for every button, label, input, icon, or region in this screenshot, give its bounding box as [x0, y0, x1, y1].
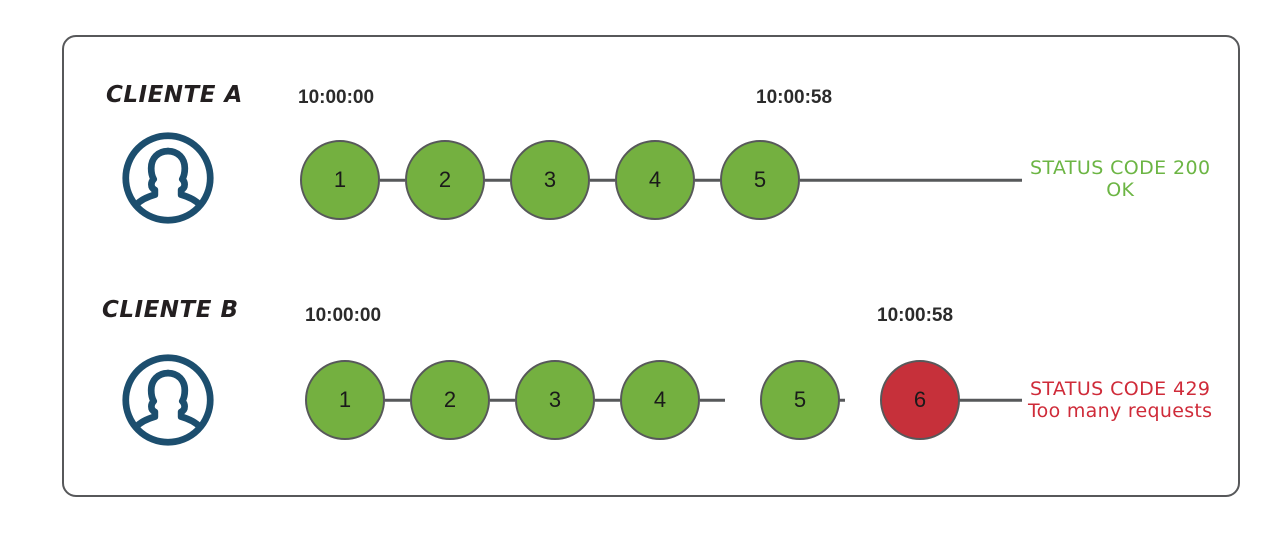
request-node-label: 2	[438, 167, 452, 192]
connector-line	[380, 178, 405, 182]
request-node-label: 6	[913, 387, 927, 412]
client-label-a: CLIENTE A	[106, 82, 243, 108]
request-node-rate-limited[interactable]: 6	[880, 360, 960, 440]
request-node[interactable]: 3	[510, 140, 590, 220]
request-node-label: 1	[338, 387, 352, 412]
status-code-b-line2: Too many requests	[1028, 400, 1213, 423]
request-node-label: 3	[543, 167, 557, 192]
request-node-label: 1	[333, 167, 347, 192]
connector-line	[490, 398, 515, 402]
status-code-a: STATUS CODE 200 OK	[1030, 157, 1211, 202]
status-code-b-line1: STATUS CODE 429	[1029, 378, 1211, 400]
request-node[interactable]: 1	[300, 140, 380, 220]
connector-line-tail	[800, 178, 1022, 182]
request-node[interactable]: 3	[515, 360, 595, 440]
request-node[interactable]: 1	[305, 360, 385, 440]
request-node-label: 4	[653, 387, 667, 412]
user-avatar-icon	[120, 352, 216, 448]
timestamp-b-start: 10:00:00	[305, 305, 382, 326]
status-code-a-line2: OK	[1106, 179, 1135, 202]
request-node[interactable]: 2	[410, 360, 490, 440]
connector-line	[385, 398, 410, 402]
request-node-label: 4	[648, 167, 662, 192]
request-node[interactable]: 5	[720, 140, 800, 220]
connector-line	[595, 398, 620, 402]
request-node-label: 5	[753, 167, 767, 192]
request-node-label: 3	[548, 387, 562, 412]
timestamp-a-start: 10:00:00	[298, 87, 375, 108]
request-node-label: 5	[793, 387, 807, 412]
connector-line	[700, 398, 725, 402]
request-node[interactable]: 4	[615, 140, 695, 220]
timestamp-b-end: 10:00:58	[877, 305, 954, 326]
connector-line	[695, 178, 720, 182]
request-node[interactable]: 5	[760, 360, 840, 440]
request-node[interactable]: 2	[405, 140, 485, 220]
request-node-label: 2	[443, 387, 457, 412]
status-code-b: STATUS CODE 429 Too many requests	[1028, 378, 1212, 423]
connector-line-tail	[955, 398, 1022, 402]
status-code-a-line1: STATUS CODE 200	[1030, 157, 1211, 179]
request-node[interactable]: 4	[620, 360, 700, 440]
connector-line	[485, 178, 510, 182]
user-avatar-icon	[120, 130, 216, 226]
client-label-b: CLIENTE B	[102, 297, 239, 323]
connector-line	[590, 178, 615, 182]
timestamp-a-end: 10:00:58	[756, 87, 833, 108]
